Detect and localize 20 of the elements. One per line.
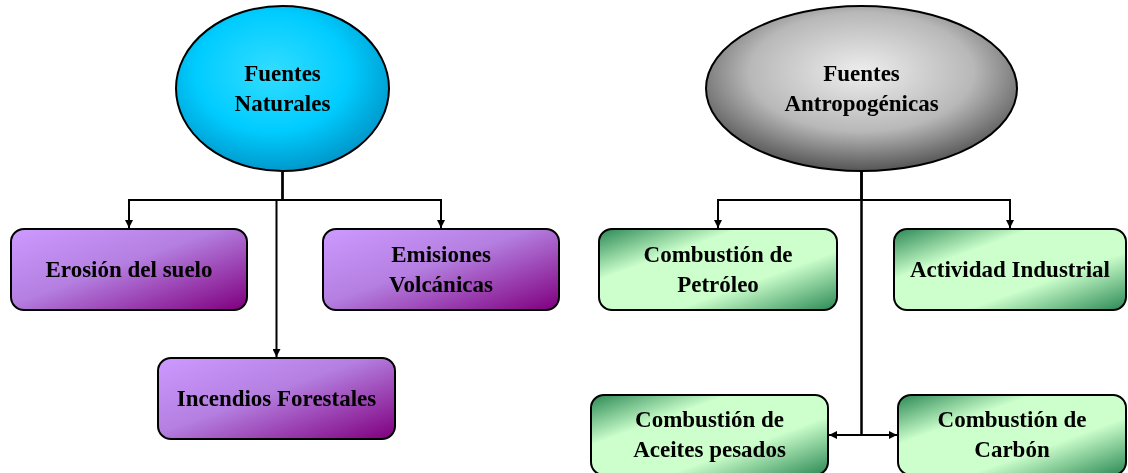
node-label: Combustión de Carbón — [936, 406, 1088, 464]
process-box — [157, 357, 396, 440]
process-box — [10, 228, 248, 311]
node-label: Fuentes Antropogénicas — [783, 59, 940, 118]
node-label: Erosión del suelo — [45, 255, 213, 284]
node-label: Fuentes Naturales — [233, 59, 332, 118]
process-box — [598, 228, 838, 311]
process-box — [897, 394, 1127, 473]
arrow — [272, 171, 284, 358]
process-box — [322, 228, 560, 311]
node-label: Combustión de Aceites pesados — [632, 406, 787, 464]
process-box — [893, 228, 1127, 311]
process-box — [590, 394, 829, 473]
node-label: Combustión de Petróleo — [642, 240, 794, 299]
arrow — [860, 171, 898, 439]
node-label: Incendios Forestales — [176, 384, 377, 413]
ellipse-node — [705, 5, 1018, 172]
node-label: Actividad Industrial — [910, 255, 1110, 284]
node-label: Emisiones Volcánicas — [388, 240, 494, 299]
ellipse-node — [175, 5, 390, 172]
